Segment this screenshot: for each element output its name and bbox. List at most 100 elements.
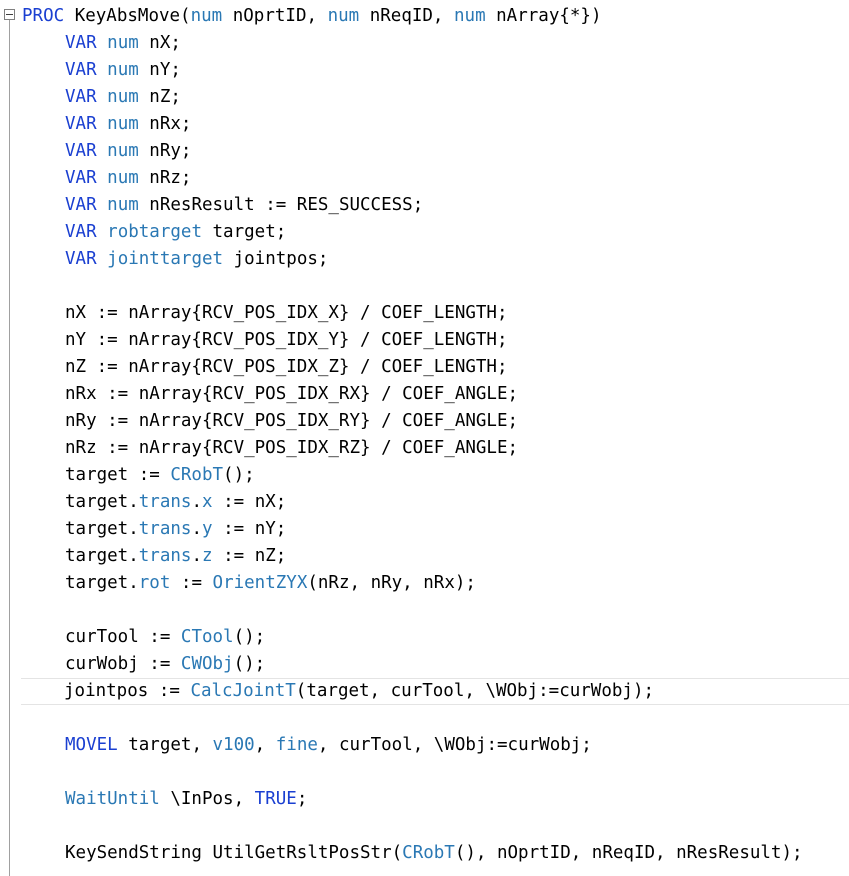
text-token: nZ;: [138, 87, 181, 107]
text-token: nRz;: [138, 168, 192, 188]
code-line[interactable]: VAR jointtarget jointpos;: [22, 246, 849, 273]
identifier-token: trans: [138, 492, 192, 512]
keyword-token: VAR: [65, 222, 97, 242]
text-token: [97, 168, 108, 188]
text-token: (), nOprtID, nReqID, nResResult);: [454, 843, 803, 863]
type-token: robtarget: [107, 222, 202, 242]
code-line[interactable]: VAR num nX;: [22, 30, 849, 57]
text-token: nRy := nArray{RCV_POS_IDX_RY} / COEF_ANG…: [65, 411, 519, 431]
code-line[interactable]: VAR num nRz;: [22, 165, 849, 192]
identifier-token: rot: [138, 573, 171, 593]
text-token: .: [191, 519, 202, 539]
identifier-token: trans: [138, 546, 192, 566]
keyword-token: VAR: [65, 60, 97, 80]
text-token: jointpos :=: [64, 681, 191, 701]
code-line[interactable]: nRy := nArray{RCV_POS_IDX_RY} / COEF_ANG…: [22, 408, 849, 435]
identifier-token: CRobT: [170, 465, 224, 485]
keyword-token: VAR: [65, 168, 97, 188]
text-token: nX := nArray{RCV_POS_IDX_X} / COEF_LENGT…: [65, 303, 508, 323]
text-token: target.: [65, 546, 139, 566]
text-token: [97, 114, 108, 134]
type-token: num: [107, 33, 139, 53]
keyword-token: VAR: [65, 87, 97, 107]
text-token: target.: [65, 573, 139, 593]
code-line[interactable]: WaitUntil \InPos, TRUE;: [22, 786, 849, 813]
type-token: num: [327, 6, 360, 26]
text-token: [97, 141, 108, 161]
text-token: KeySendString UtilGetRsltPosStr(: [65, 843, 403, 863]
keyword-token: VAR: [65, 141, 97, 161]
text-token: .: [191, 492, 202, 512]
code-line[interactable]: nZ := nArray{RCV_POS_IDX_Z} / COEF_LENGT…: [22, 354, 849, 381]
identifier-token: fine: [275, 735, 318, 755]
text-token: .: [191, 546, 202, 566]
text-token: [97, 195, 108, 215]
identifier-token: OrientZYX: [212, 573, 308, 593]
text-token: \InPos,: [159, 789, 255, 809]
code-lines[interactable]: PROC KeyAbsMove(num nOprtID, num nReqID,…: [21, 3, 849, 867]
code-line[interactable]: PROC KeyAbsMove(num nOprtID, num nReqID,…: [22, 3, 849, 30]
keyword-token: TRUE: [254, 789, 297, 809]
text-token: nResResult := RES_SUCCESS;: [138, 195, 424, 215]
text-token: nRx;: [138, 114, 192, 134]
code-line[interactable]: ​: [22, 597, 849, 624]
text-token: nReqID,: [359, 6, 454, 26]
text-token: target.: [65, 519, 139, 539]
keyword-token: VAR: [65, 114, 97, 134]
code-line[interactable]: VAR num nZ;: [22, 84, 849, 111]
code-line[interactable]: target := CRobT();: [22, 462, 849, 489]
code-line[interactable]: target.trans.z := nZ;: [22, 543, 849, 570]
identifier-token: CRobT: [402, 843, 455, 863]
identifier-token: y: [202, 519, 213, 539]
code-line[interactable]: VAR robtarget target;: [22, 219, 849, 246]
code-line[interactable]: ​: [22, 813, 849, 840]
text-token: curTool :=: [65, 627, 181, 647]
keyword-token: VAR: [65, 195, 97, 215]
code-line-current[interactable]: jointpos := CalcJointT(target, curTool, …: [21, 678, 849, 705]
identifier-token: WaitUntil: [65, 789, 160, 809]
code-line[interactable]: nRz := nArray{RCV_POS_IDX_RZ} / COEF_ANG…: [22, 435, 849, 462]
identifier-token: CWObj: [180, 654, 234, 674]
code-line[interactable]: MOVEL target, v100, fine, curTool, \WObj…: [22, 732, 849, 759]
keyword-token: VAR: [65, 33, 97, 53]
identifier-token: v100: [212, 735, 255, 755]
code-line[interactable]: VAR num nRy;: [22, 138, 849, 165]
text-token: [97, 87, 108, 107]
text-token: [97, 222, 108, 242]
text-token: target.: [65, 492, 139, 512]
fold-collapse-icon[interactable]: [4, 9, 15, 20]
code-line[interactable]: VAR num nRx;: [22, 111, 849, 138]
type-token: num: [107, 141, 139, 161]
code-line[interactable]: target.trans.y := nY;: [22, 516, 849, 543]
identifier-token: z: [202, 546, 213, 566]
code-line[interactable]: curTool := CTool();: [22, 624, 849, 651]
text-token: nOprtID,: [222, 6, 328, 26]
code-line[interactable]: nY := nArray{RCV_POS_IDX_Y} / COEF_LENGT…: [22, 327, 849, 354]
code-line[interactable]: VAR num nY;: [22, 57, 849, 84]
identifier-token: x: [202, 492, 213, 512]
code-line[interactable]: KeySendString UtilGetRsltPosStr(CRobT(),…: [22, 840, 849, 867]
keyword-token: PROC: [22, 6, 65, 26]
text-token: target :=: [65, 465, 171, 485]
keyword-token: VAR: [65, 249, 97, 269]
code-line[interactable]: target.trans.x := nX;: [22, 489, 849, 516]
text-token: curWobj :=: [65, 654, 181, 674]
code-line[interactable]: ​: [22, 273, 849, 300]
text-token: , curTool, \WObj:=curWobj;: [317, 735, 592, 755]
code-line[interactable]: nRx := nArray{RCV_POS_IDX_RX} / COEF_ANG…: [22, 381, 849, 408]
text-token: ,: [254, 735, 276, 755]
code-line[interactable]: nX := nArray{RCV_POS_IDX_X} / COEF_LENGT…: [22, 300, 849, 327]
code-line[interactable]: curWobj := CWObj();: [22, 651, 849, 678]
text-token: := nZ;: [212, 546, 287, 566]
text-token: target,: [117, 735, 213, 755]
code-line[interactable]: ​: [22, 705, 849, 732]
code-line[interactable]: target.rot := OrientZYX(nRz, nRy, nRx);: [22, 570, 849, 597]
text-token: ();: [233, 627, 266, 647]
code-line[interactable]: ​: [22, 759, 849, 786]
text-token: nRz := nArray{RCV_POS_IDX_RZ} / COEF_ANG…: [65, 438, 519, 458]
type-token: num: [454, 6, 486, 26]
code-line[interactable]: VAR num nResResult := RES_SUCCESS;: [22, 192, 849, 219]
identifier-token: CTool: [180, 627, 234, 647]
text-token: nX;: [138, 33, 181, 53]
